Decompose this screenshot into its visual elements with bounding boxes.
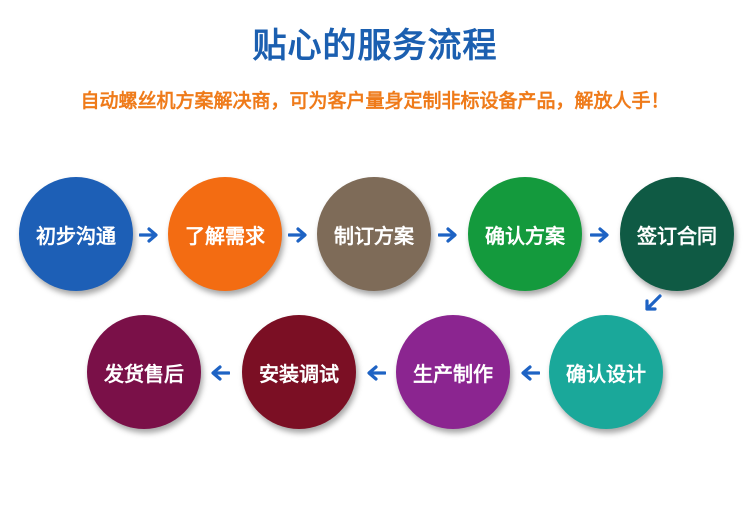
step-installation-debugging: 安装调试 [242,315,356,429]
arrow-left-icon [364,365,386,381]
step-label: 发货售后 [104,361,184,386]
arrow-right-icon [590,227,612,243]
page-subtitle: 自动螺丝机方案解决商，可为客户量身定制非标设备产品，解放人手！ [80,90,670,112]
step-label: 初步沟通 [36,223,116,248]
step-label: 制订方案 [334,223,414,248]
step-label: 了解需求 [185,223,265,248]
arrow-left-icon [518,365,540,381]
page-title: 贴心的服务流程 [252,26,498,66]
arrow-right-icon [438,227,460,243]
step-delivery-after-sales: 发货售后 [87,315,201,429]
arrow-right-icon [288,227,310,243]
arrow-left-icon [208,365,230,381]
step-understand-needs: 了解需求 [168,177,282,291]
step-label: 确认设计 [566,361,646,386]
step-production: 生产制作 [396,315,510,429]
step-label: 生产制作 [413,361,493,386]
step-label: 签订合同 [637,223,717,248]
step-sign-contract: 签订合同 [620,177,734,291]
step-confirm-plan: 确认方案 [468,177,582,291]
step-initial-communication: 初步沟通 [19,177,133,291]
arrow-down-left-icon [643,293,663,313]
step-draft-plan: 制订方案 [317,177,431,291]
step-confirm-design: 确认设计 [549,315,663,429]
step-label: 安装调试 [259,361,339,386]
arrow-right-icon [139,227,161,243]
step-label: 确认方案 [485,223,565,248]
